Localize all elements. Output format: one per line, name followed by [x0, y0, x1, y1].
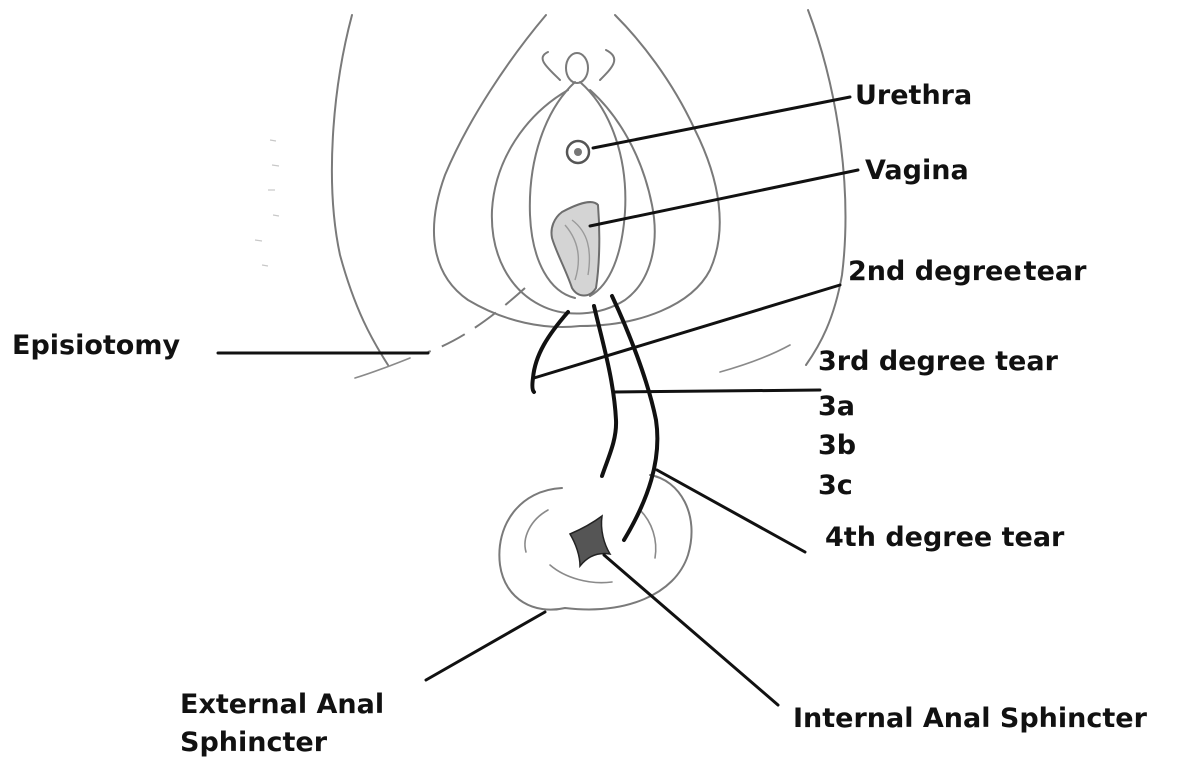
second-degree-label-part2: tear	[1024, 256, 1087, 287]
internal-sphincter-leader	[604, 555, 778, 705]
third-degree-3a-label: 3a	[818, 391, 855, 423]
buttock-curve-right	[720, 345, 790, 372]
second-degree-leader	[534, 285, 840, 378]
urethra-label: Urethra	[855, 80, 972, 112]
third-degree-tear-label: 3rd degree tear	[818, 346, 1058, 378]
second-degree-label-part1: 2nd degree	[848, 256, 1022, 287]
urethra-center	[574, 148, 582, 156]
second-degree-tear-line	[532, 312, 568, 392]
third-degree-leader	[614, 390, 820, 392]
labia-minora-top	[543, 50, 615, 80]
second-degree-tear-label: 2nd degreetear	[848, 256, 1086, 288]
internal-sphincter-arc-3	[640, 510, 656, 558]
external-sphincter-leader	[426, 612, 545, 680]
vagina-label: Vagina	[865, 155, 969, 187]
clitoris	[566, 53, 588, 83]
third-degree-tear-line	[594, 306, 616, 476]
right-thigh-contour	[806, 10, 845, 365]
vagina-leader	[590, 170, 858, 226]
shading-marks	[255, 140, 279, 266]
third-degree-3c-label: 3c	[818, 470, 853, 502]
external-anal-sphincter-label: External Anal Sphincter	[180, 686, 384, 762]
episiotomy-label: Episiotomy	[12, 330, 180, 362]
left-thigh-contour	[332, 15, 388, 365]
internal-sphincter-arc-2	[550, 565, 612, 583]
fourth-degree-tear-line	[612, 296, 657, 540]
internal-anal-sphincter-label: Internal Anal Sphincter	[793, 703, 1147, 735]
urethra-leader	[593, 97, 850, 148]
fourth-degree-leader	[657, 470, 805, 552]
external-sphincter-line2: Sphincter	[180, 724, 384, 762]
third-degree-3b-label: 3b	[818, 430, 856, 462]
internal-sphincter-arc-1	[525, 510, 548, 552]
vagina-opening	[551, 202, 599, 295]
external-sphincter-line1: External Anal	[180, 686, 384, 724]
buttock-curve-left	[355, 358, 410, 378]
fourth-degree-tear-label: 4th degree tear	[825, 522, 1064, 554]
anus	[570, 516, 610, 566]
